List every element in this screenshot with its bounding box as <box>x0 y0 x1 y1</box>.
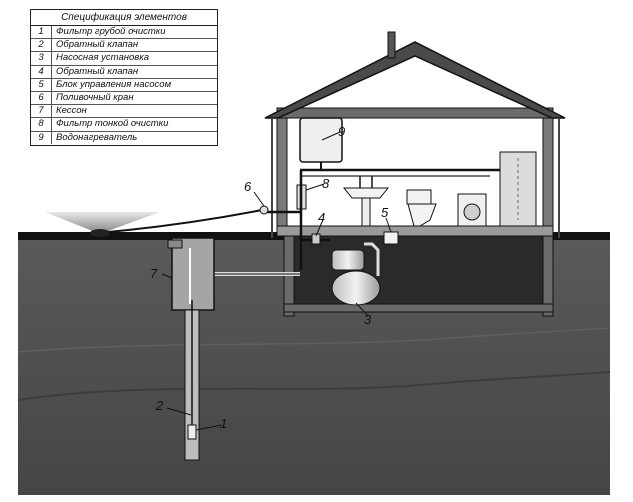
hydro-tank <box>331 270 381 306</box>
callout-9: 9 <box>338 124 345 139</box>
spec-row-name: Обратный клапан <box>56 39 139 51</box>
spec-row-number: 7 <box>31 105 52 118</box>
spec-row: 3 Насосная установка <box>31 52 217 66</box>
callout-2: 2 <box>155 398 164 413</box>
spec-row-number: 2 <box>31 39 52 52</box>
house-wall-left <box>276 117 288 235</box>
callout-3: 3 <box>364 312 372 327</box>
spec-row-number: 8 <box>31 118 52 131</box>
spec-row-number: 1 <box>31 26 52 39</box>
spec-row-name: Водонагреватель <box>56 131 138 143</box>
sink-stand <box>361 197 371 227</box>
specification-title: Спецификация элементов <box>31 10 217 26</box>
spec-row: 8 Фильтр тонкой очистки <box>31 118 217 132</box>
toilet-tank <box>406 189 432 205</box>
spec-row: 9 Водонагреватель <box>31 131 217 144</box>
spec-row-number: 4 <box>31 65 52 78</box>
chimney-pipe <box>387 31 396 59</box>
caisson <box>171 237 215 311</box>
sprinkler-spray <box>45 212 160 232</box>
sprinkler-head <box>90 229 110 237</box>
check-valve-4 <box>311 233 321 245</box>
basement-interior <box>293 236 543 306</box>
callout-1: 1 <box>220 416 227 431</box>
callout-7: 7 <box>150 266 158 281</box>
callout-6: 6 <box>244 179 252 194</box>
garden-tap <box>259 205 269 215</box>
sink <box>342 187 390 199</box>
spec-row: 1 Фильтр грубой очистки <box>31 26 217 40</box>
spec-row-name: Блок управления насосом <box>56 78 172 90</box>
control-block <box>383 231 399 245</box>
soil-layer-boundary <box>17 371 611 401</box>
water-heater <box>299 117 343 163</box>
toilet-bowl <box>407 203 437 227</box>
spec-row-name: Поливочный кран <box>56 91 134 103</box>
spec-row-number: 5 <box>31 78 52 91</box>
spec-row-number: 6 <box>31 91 52 105</box>
spec-row-number: 3 <box>31 52 52 65</box>
pump-pipe <box>364 242 380 276</box>
spec-row: 4 Обратный клапан <box>31 65 217 79</box>
spec-row-name: Обратный клапан <box>56 65 139 77</box>
basement-wall-right <box>542 227 554 317</box>
soil-layer-boundary <box>17 327 611 353</box>
spec-row-name: Кессон <box>56 105 87 117</box>
watering-hose <box>107 209 263 233</box>
spec-row: 7 Кессон <box>31 105 217 119</box>
callout-8: 8 <box>322 176 330 191</box>
pump-motor <box>331 249 365 271</box>
well-pump <box>187 424 197 440</box>
spec-row-number: 9 <box>31 131 52 144</box>
roof <box>264 41 566 119</box>
caisson-lid <box>167 239 183 249</box>
spec-row: 2 Обратный клапан <box>31 39 217 53</box>
basement-floor <box>283 303 554 313</box>
house-wall-right <box>542 117 554 235</box>
callout-4: 4 <box>318 210 325 225</box>
spec-row-name: Фильтр тонкой очистки <box>56 118 169 130</box>
ceiling <box>276 107 554 119</box>
spec-row: 5 Блок управления насосом <box>31 78 217 92</box>
specification-table: Спецификация элементов 1 Фильтр грубой оч… <box>30 9 218 146</box>
callout-5: 5 <box>381 205 389 220</box>
spec-row-name: Насосная установка <box>56 52 149 64</box>
spec-row: 6 Поливочный кран <box>31 91 217 106</box>
spec-row-name: Фильтр грубой очистки <box>56 26 166 37</box>
